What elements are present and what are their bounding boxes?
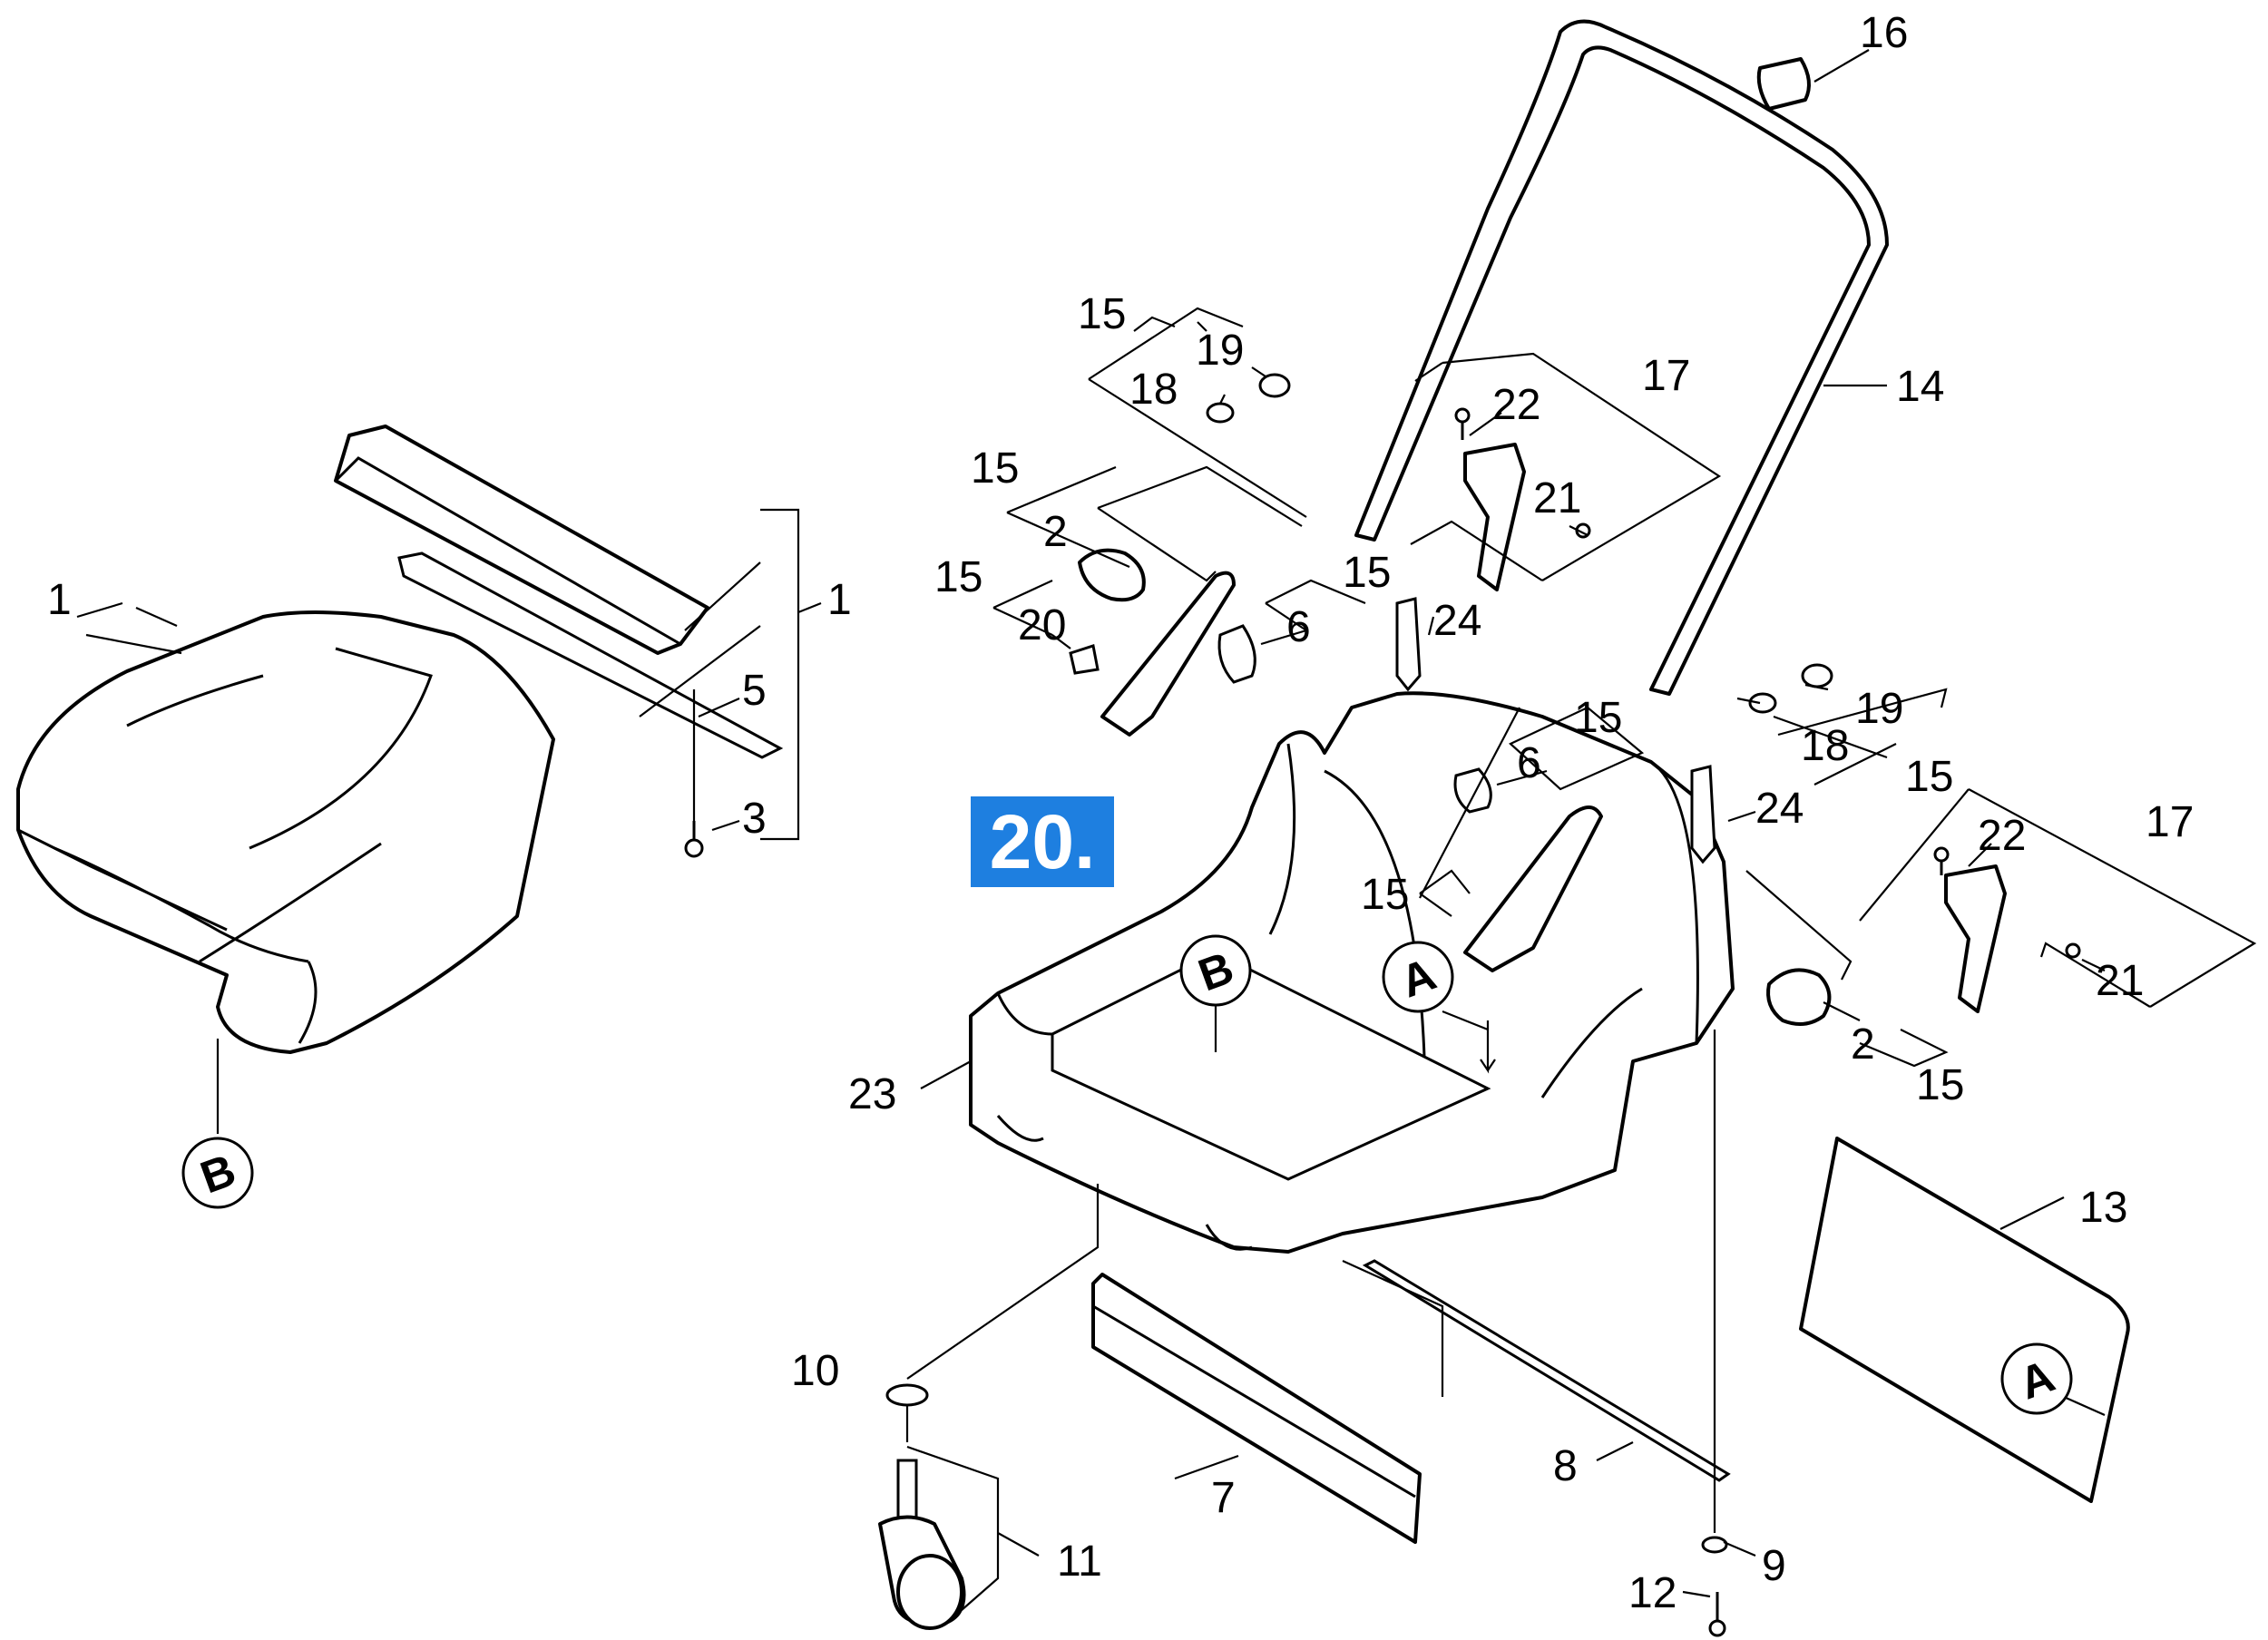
screw-12: [1708, 1592, 1726, 1637]
cap-19-right: [1801, 663, 1833, 688]
knob-2-left: [1078, 548, 1146, 602]
callout-14: 14: [1896, 363, 1944, 411]
callout-22-lower: 22: [1978, 812, 2026, 860]
callout-7: 7: [1211, 1474, 1236, 1522]
callout-17-upper: 17: [1642, 352, 1690, 400]
callout-11: 11: [1057, 1538, 1102, 1586]
callout-21-lower: 21: [2096, 957, 2144, 1005]
callout-10: 10: [791, 1347, 839, 1395]
callout-1-right: 1: [827, 576, 852, 624]
callout-12: 12: [1628, 1569, 1677, 1617]
callout-22-upper: 22: [1492, 381, 1540, 429]
pin-24-right: [1690, 765, 1716, 864]
callout-15-right-c: 15: [1361, 871, 1409, 919]
washer-18-left: [1206, 402, 1235, 424]
callout-5: 5: [742, 667, 767, 715]
caster-wheel: [878, 1459, 966, 1630]
leader-lines: [76, 49, 2257, 1611]
height-adjuster-17-lower: [1933, 846, 2081, 1013]
reference-marker-a-plate: A: [2000, 1342, 2073, 1415]
callout-16: 16: [1860, 9, 1908, 57]
callout-17-lower: 17: [2146, 798, 2194, 846]
figure-number-badge: 20.: [971, 796, 1114, 887]
axle-rod: [1362, 1259, 1731, 1482]
callout-13: 13: [2079, 1184, 2127, 1232]
pin-24-left: [1395, 597, 1422, 692]
washer-18-right: [1748, 692, 1777, 714]
screw-3: [684, 821, 704, 858]
figure-number-text: 20.: [990, 799, 1096, 884]
callout-15-left: 15: [934, 553, 982, 601]
callout-18-top: 18: [1129, 366, 1178, 414]
callout-15-top: 15: [1078, 290, 1126, 338]
callout-18-right: 18: [1801, 722, 1849, 770]
callout-15-right-b: 15: [1905, 753, 1953, 801]
callout-6-left: 6: [1286, 603, 1311, 651]
callout-6-right: 6: [1517, 739, 1541, 787]
brush-strip: [1091, 1273, 1422, 1544]
callout-21-upper: 21: [1533, 474, 1581, 522]
cap-19-left: [1258, 373, 1291, 398]
callout-15-bottom-right: 15: [1916, 1061, 1964, 1109]
handle-grip-16: [1756, 57, 1811, 111]
washer-10: [885, 1383, 929, 1407]
callout-20: 20: [1018, 601, 1066, 649]
chassis-frame: [969, 691, 1735, 1254]
callout-15-right-a: 15: [1574, 694, 1622, 742]
callout-24-left: 24: [1433, 597, 1481, 645]
callout-8: 8: [1553, 1442, 1578, 1490]
callout-numbers: 1 1 5 3 15 19 18 15 2 15 20 6 15 24 22 1…: [47, 9, 2194, 1617]
right-side-bracket: [1463, 805, 1603, 972]
callout-2-right: 2: [1851, 1020, 1875, 1069]
callout-19-top: 19: [1196, 327, 1244, 375]
reference-marker-b-left: B: [181, 1137, 254, 1209]
reference-marker-a-chassis: A: [1382, 941, 1454, 1013]
knob-2-right: [1766, 968, 1832, 1026]
push-handle: [1354, 19, 1889, 696]
bolt-6-left: [1217, 624, 1256, 684]
catcher-bin: [16, 610, 555, 1054]
callout-1-left: 1: [47, 576, 72, 624]
reference-marker-b-chassis: B: [1179, 934, 1252, 1007]
callout-24-right: 24: [1755, 785, 1804, 833]
callout-3: 3: [742, 795, 767, 843]
callout-19-right: 19: [1855, 685, 1903, 733]
callout-2-left: 2: [1043, 508, 1068, 556]
callout-15-centre: 15: [1343, 549, 1391, 597]
callout-15-mid: 15: [971, 444, 1019, 493]
catcher-top-cover: [334, 425, 709, 655]
catcher-rail: [397, 552, 784, 759]
washer-9: [1701, 1536, 1728, 1554]
left-side-bracket: [1100, 571, 1236, 737]
callout-9: 9: [1762, 1542, 1786, 1590]
callout-23: 23: [848, 1070, 896, 1118]
screw-20: [1069, 644, 1100, 675]
